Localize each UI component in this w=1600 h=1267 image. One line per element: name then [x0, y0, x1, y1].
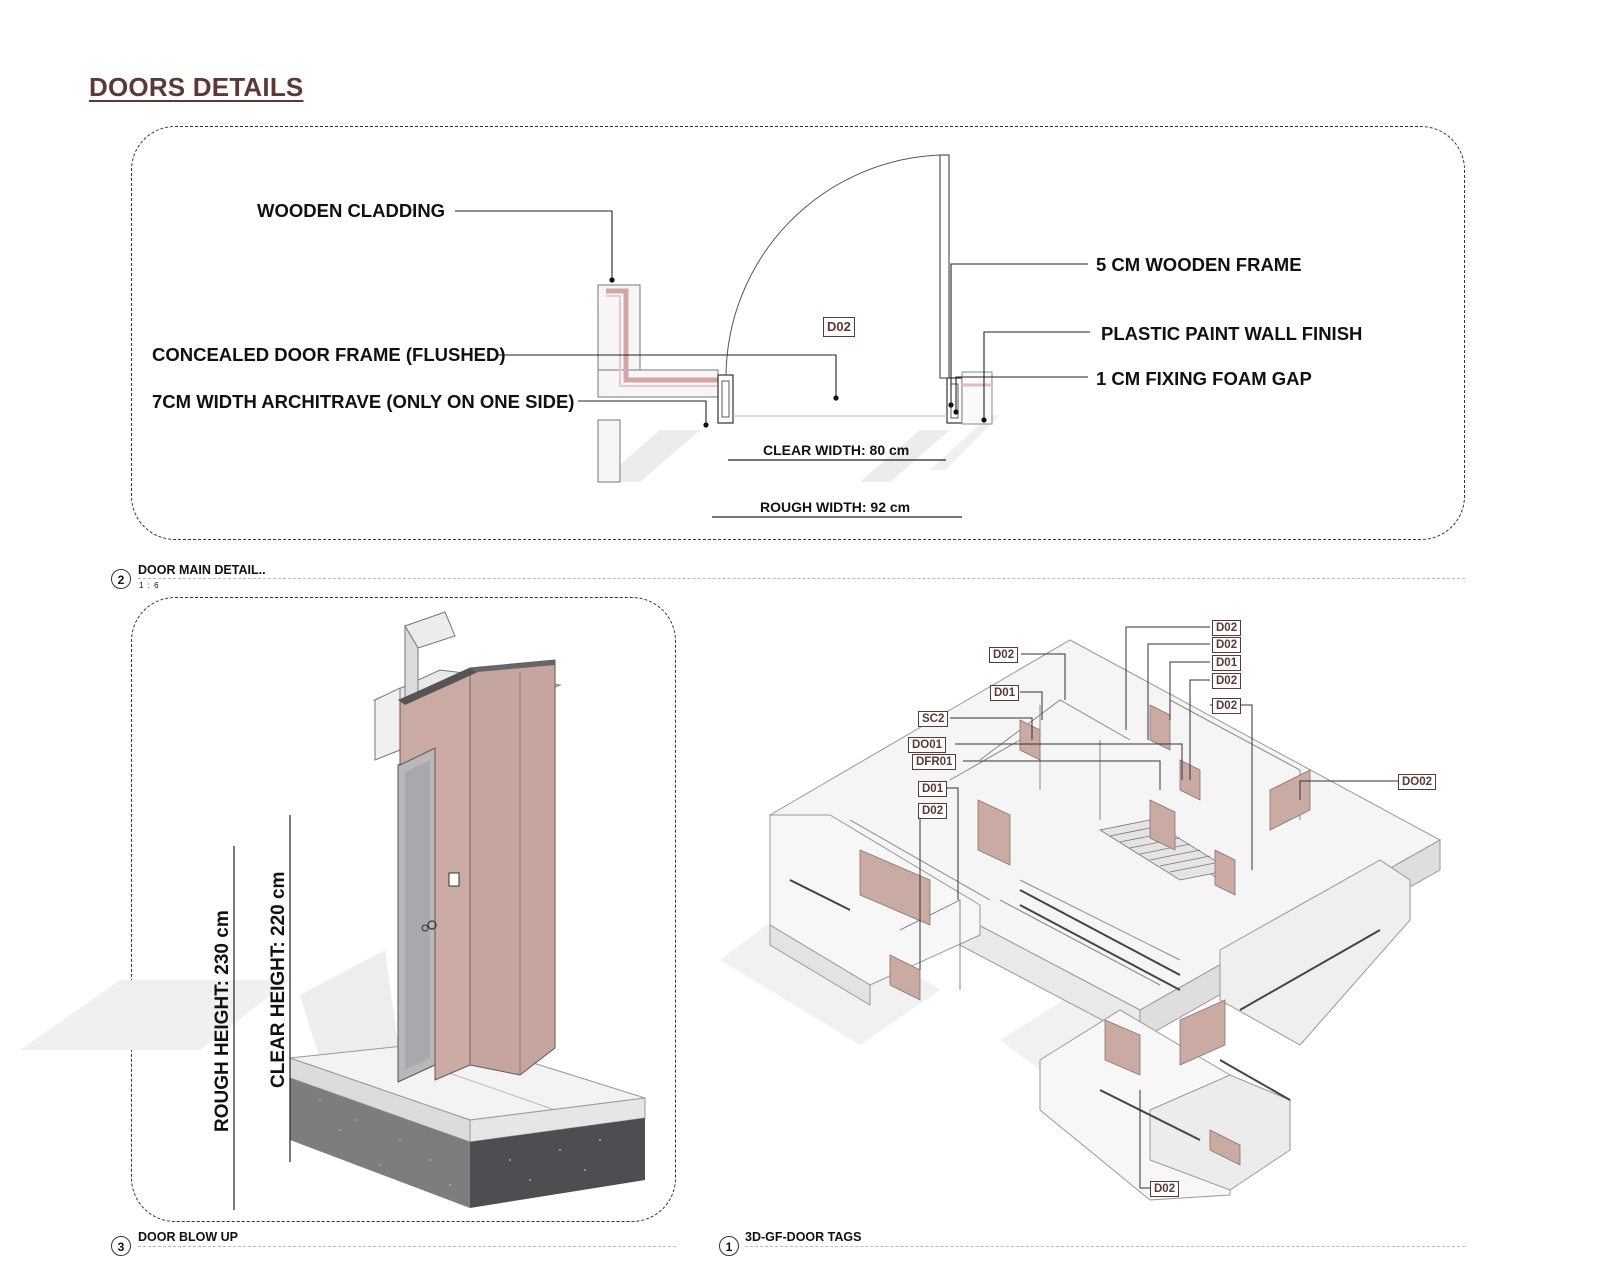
iso-tag-d02: D02 [1150, 1181, 1180, 1197]
paint-finish-label: PLASTIC PAINT WALL FINISH [1101, 323, 1363, 344]
rough-width-label: ROUGH WIDTH: 92 cm [760, 499, 911, 515]
plan-detail-panel [131, 126, 1465, 540]
blowup-panel [131, 597, 676, 1222]
iso-tag-d02: D02 [989, 647, 1019, 663]
iso-tag-do02: DO02 [1398, 774, 1437, 790]
clear-width-label: CLEAR WIDTH: 80 cm [763, 442, 910, 458]
iso-tag-dfr01: DFR01 [912, 754, 957, 770]
iso-tag-d02: D02 [1212, 637, 1242, 653]
iso-tag-d02: D02 [1212, 620, 1242, 636]
view-title-divider [138, 578, 1465, 579]
view-number-2: 2 [111, 569, 131, 589]
right-wall [961, 371, 993, 425]
iso-tag-do01: DO01 [908, 737, 947, 753]
view-title-divider [745, 1246, 1465, 1247]
view-title-divider [138, 1246, 676, 1247]
view-number-1: 1 [719, 1236, 739, 1256]
door-handle [427, 920, 437, 930]
wooden-cladding-label: WOODEN CLADDING [257, 200, 446, 221]
door-leaf [939, 154, 950, 379]
view-scale: 1 : 6 [139, 581, 160, 590]
view-title-door-main-detail: DOOR MAIN DETAIL.. [138, 563, 266, 577]
view-title-3d-gf-door-tags: 3D-GF-DOOR TAGS [745, 1230, 862, 1244]
floor-concrete-front [470, 1118, 645, 1208]
floor-concrete-side [290, 1078, 470, 1208]
iso-tag-d01: D01 [1212, 655, 1242, 671]
iso-tag-d01: D01 [918, 781, 948, 797]
view-number-3: 3 [111, 1236, 131, 1256]
leader-lines [455, 210, 1090, 425]
door-tag-d02: D02 [823, 317, 855, 337]
iso-tag-sc2: SC2 [918, 711, 949, 727]
view-title-door-blow-up: DOOR BLOW UP [138, 1230, 238, 1244]
wooden-frame-label: 5 CM WOODEN FRAME [1096, 254, 1302, 275]
iso-tag-d02: D02 [1212, 673, 1242, 689]
foam-gap-label: 1 CM FIXING FOAM GAP [1096, 368, 1312, 389]
door-handle-plate [448, 872, 460, 887]
iso-tag-d01: D01 [990, 685, 1020, 701]
iso-tag-d02: D02 [918, 803, 948, 819]
iso-tag-d02: D02 [1212, 698, 1242, 714]
tag-leaders [919, 626, 1412, 1189]
leader-dots [609, 277, 987, 428]
page-title: DOORS DETAILS [89, 72, 304, 102]
wooden-cladding-layer [606, 288, 718, 383]
architrave-label: 7CM WIDTH ARCHITRAVE (ONLY ON ONE SIDE) [152, 391, 575, 412]
concealed-frame-label: CONCEALED DOOR FRAME (FLUSHED) [152, 344, 506, 365]
door-swing-arc [725, 154, 941, 376]
